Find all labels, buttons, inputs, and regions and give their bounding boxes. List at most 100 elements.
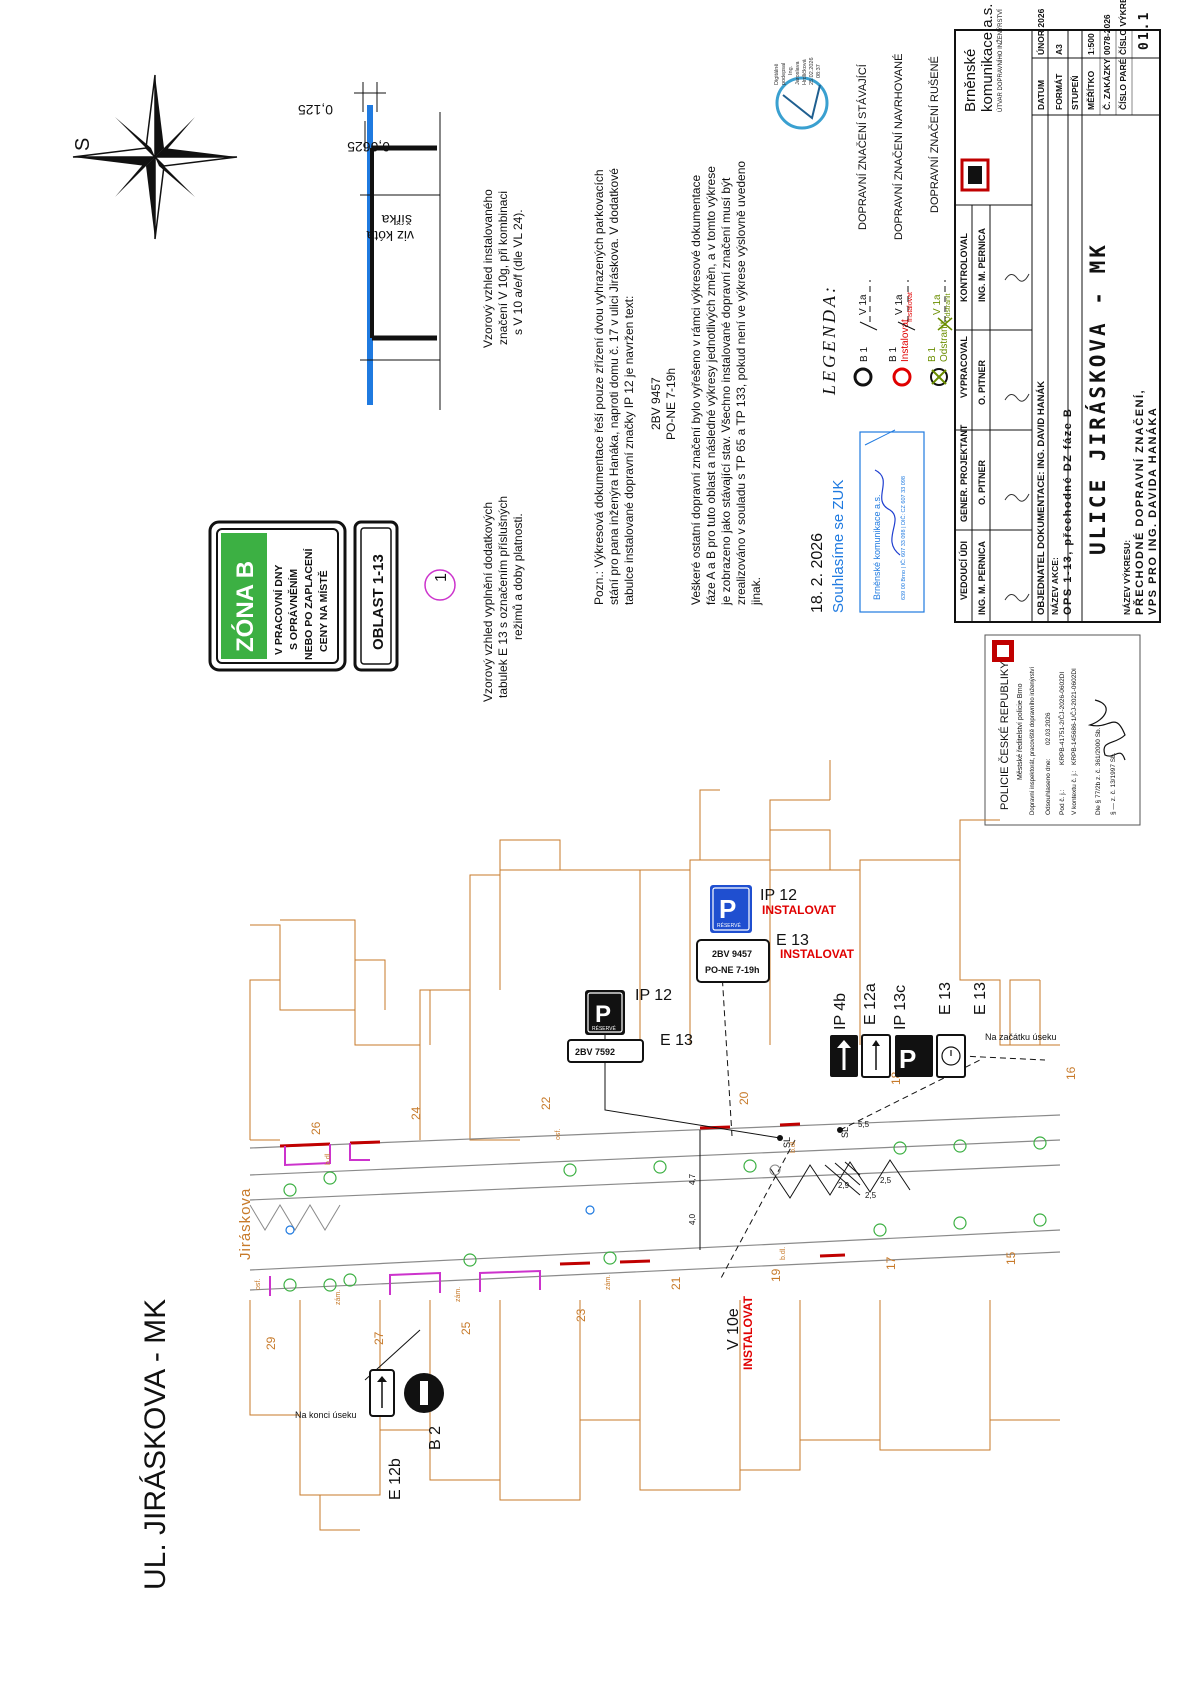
- e13-new-code: E 13: [776, 932, 809, 949]
- circle-number: 1: [433, 573, 450, 582]
- oblast-text: OBLAST 1-13: [370, 554, 387, 650]
- legend-proposed: DOPRAVNÍ ZNAČENÍ NAVRHOVANÉ: [892, 54, 905, 240]
- pozn-line-3: tabulce instalované dopravní značky IP 1…: [622, 296, 636, 605]
- field-format-k: FORMÁT: [1054, 73, 1064, 110]
- ip12-new-group: P RÉSERVÉ IP 12 INSTALOVAT: [710, 885, 837, 933]
- police-emblem-icon: [992, 640, 1014, 662]
- cluster-e13b: E 13: [972, 982, 989, 1015]
- police-law1: Dle § 77/2b z. č. 361/2000 Sb.: [1095, 727, 1102, 815]
- ip12-existing-code: IP 12: [635, 987, 672, 1004]
- other-line-3: je zobrazeno jako stávající stav. Všechn…: [719, 177, 733, 606]
- police-sub2: Dopravní inspektorát, pracoviště dopravn…: [1030, 667, 1036, 815]
- pozn-plate-2: PO-NE 7-19h: [664, 368, 678, 440]
- role-4: KONTROLOVAL: [959, 233, 969, 302]
- dim-25b: 2,5: [880, 1176, 892, 1185]
- company-name-1: Brněnské: [962, 49, 979, 112]
- zone-b-sign: ZÓNA B V PRACOVNÍ DNY S OPRÁVNĚNÍM NEBO …: [208, 520, 347, 672]
- ip12-existing-code2: E 13: [660, 1032, 693, 1049]
- dim-width: šířka: [381, 212, 412, 228]
- legend-removed: DOPRAVNÍ ZNAČENÍ RUŠENÉ: [928, 56, 941, 213]
- pozn-plate-1: 2BV 9457: [649, 377, 663, 430]
- approval-label: Souhlasíme se ZUK: [830, 480, 847, 613]
- other-line-4: zrealizováno v souladu s TP 65 a TP 133,…: [734, 161, 748, 605]
- label-bdl-2: b.dl.: [790, 1140, 797, 1153]
- label-osf-2: osf.: [255, 1279, 262, 1290]
- e13-new-group: 2BV 9457 PO-NE 7-19h E 13 INSTALOVAT: [696, 932, 855, 983]
- start-code-b2: B 2: [427, 1426, 444, 1450]
- company-logo-icon: [960, 158, 990, 192]
- start-sign-group: E 12b B 2 Na konci úseku: [295, 1369, 444, 1500]
- zone-line-4: CENY NA MÍSTĚ: [317, 570, 330, 652]
- role-2: GENER. PROJEKTANT: [959, 424, 969, 522]
- e13-note-line-3: režimů a doby platnosti.: [511, 513, 525, 640]
- seal-line-4: Jaroslava: [795, 61, 801, 85]
- vykres-line-1: PŘECHODNÉ DOPRAVNÍ ZNAČENÍ,: [1133, 389, 1146, 615]
- legend-b1-new: B 1: [888, 347, 899, 362]
- vykres-line-2: VPS PRO ING. DAVIDA HANÁKA: [1146, 407, 1159, 615]
- stamp-small: 639 00 Brno | IČ: 607 33 098 | DIČ: CZ 6…: [900, 476, 907, 600]
- ip12-existing-res: RÉSERVÉ: [592, 1025, 616, 1032]
- sl-2: SL: [840, 1127, 850, 1138]
- v10-note-line-1: Vzorový vzhled instalovaného: [481, 189, 495, 348]
- company-dept: ÚTVAR DOPRAVNÍHO INŽENÝRSTVÍ: [996, 9, 1004, 112]
- field-stupen-k: STUPEŇ: [1069, 76, 1080, 110]
- ip12-new-code: IP 12: [760, 887, 797, 904]
- e13-note-line-1: Vzorový vzhled vyplnění dodatkových: [481, 502, 495, 702]
- ip12-new-p: P: [719, 894, 736, 924]
- parking-sign-icon: [587, 992, 623, 1033]
- zone-line-2: S OPRÁVNĚNÍM: [287, 569, 300, 650]
- legend-v1a-removed: V 1a: [932, 294, 943, 315]
- cluster-sign-group: P IP 4b E 12a IP 13c E 13 E 13 Na začátk…: [830, 982, 1057, 1078]
- one-way-sign-icon: [377, 1376, 387, 1408]
- legend-title: LEGENDA:: [819, 284, 839, 396]
- akce-value: OPS 1-13, přechodné DZ fáze B: [1062, 408, 1074, 615]
- field-pare-k: ČÍSLO PARÉ: [1117, 58, 1128, 110]
- ip12-new-action: INSTALOVAT: [762, 903, 837, 917]
- police-date: 02.03.2026: [1045, 712, 1052, 745]
- seal-line-7: 08:37: [816, 64, 822, 78]
- v10e-code: V 10e: [725, 1308, 742, 1350]
- legend-existing: DOPRAVNÍ ZNAČENÍ STÁVAJÍCÍ: [856, 63, 869, 230]
- v10e-action: INSTALOVAT: [741, 1295, 755, 1370]
- legend-instalovat: Instalovat: [900, 319, 911, 362]
- other-line-5: jinak.: [749, 577, 763, 606]
- name-1: ING. M. PERNICA: [977, 540, 987, 615]
- legend-b1-existing: B 1: [859, 347, 870, 362]
- house-19: 19: [769, 1268, 783, 1282]
- house-26: 26: [309, 1121, 323, 1135]
- ip12-existing-group: P RÉSERVÉ 2BV 7592 IP 12 E 13: [567, 987, 693, 1063]
- house-22: 22: [539, 1096, 553, 1110]
- field-vykres-k: ČÍSLO VÝKRESU: [1117, 0, 1128, 55]
- main-title: UL. JIRÁSKOVA - MK: [139, 1299, 172, 1590]
- police-ref1-label: Pod č. j.:: [1059, 790, 1066, 815]
- field-datum-v: ÚNOR 2026: [1035, 8, 1046, 55]
- house-23: 23: [574, 1308, 588, 1322]
- house-25: 25: [459, 1321, 473, 1335]
- police-ref1: KRPB-41751-2/ČJ-2026-0602DI: [1057, 672, 1066, 765]
- label-zam-1: zám.: [335, 1290, 342, 1305]
- name-3: O. PITNER: [977, 359, 987, 405]
- legend-v1a-odstranit: Odstranit: [945, 294, 952, 322]
- dim-0125: 0,125: [298, 102, 333, 118]
- stamp-company: Brněnské komunikace a.s.: [872, 494, 882, 600]
- field-zakazka-k: Č. ZAKÁZKY: [1101, 58, 1112, 110]
- house-27: 27: [372, 1331, 386, 1345]
- signature-icon: [874, 469, 901, 556]
- field-datum-k: DATUM: [1036, 80, 1046, 110]
- police-date-label: Odsouhlaseno dne:: [1045, 758, 1052, 815]
- police-ref2: KRPB-145686-1/ČJ-2021-0602DI: [1069, 668, 1078, 765]
- title-block: VEDOUCÍ ÚDI GENER. PROJEKTANT VYPRACOVAL…: [954, 0, 1161, 623]
- dim-47: 4,7: [688, 1173, 697, 1185]
- ip12-existing-plate: 2BV 7592: [575, 1047, 615, 1057]
- company-name-2: komunikace a.s.: [979, 4, 996, 112]
- company-stamp: Brněnské komunikace a.s. 639 00 Brno | I…: [859, 429, 925, 613]
- house-20: 20: [737, 1091, 751, 1105]
- ip12-existing-p: P: [595, 1001, 611, 1028]
- compass-label: S: [72, 138, 94, 151]
- numbered-circle: [424, 569, 456, 601]
- house-29: 29: [264, 1336, 278, 1350]
- field-meritko-v: 1:500: [1086, 33, 1096, 55]
- seal-line-5: Hrdličková: [802, 58, 808, 85]
- cluster-ip4b: IP 4b: [832, 993, 849, 1030]
- police-ref2-label: V kontextu č. j.:: [1071, 770, 1078, 815]
